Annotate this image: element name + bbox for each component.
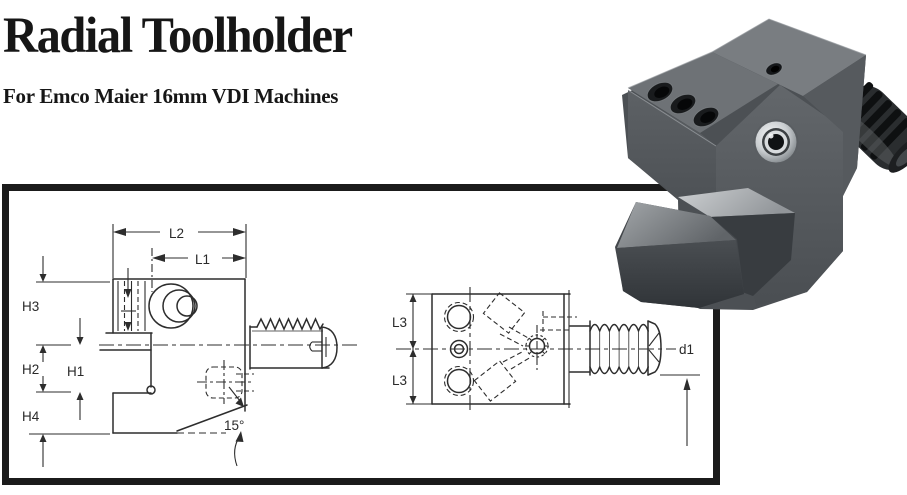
product-right-face [803,55,866,196]
side-view: L2 L1 [22,224,357,467]
page-title: Radial Toolholder [3,8,353,64]
dim-label-h2: H2 [22,362,39,377]
product-mounting-holes [646,81,720,128]
product-slot-ceiling [678,188,795,217]
product-front-left-face [628,90,716,204]
dim-label-l2: L2 [169,226,184,241]
dim-label-h3: H3 [22,299,39,314]
dim-label-l3-top: L3 [392,315,407,330]
dim-label-l1: L1 [195,252,210,267]
front-view: L3 L3 d1 [392,287,700,446]
product-photo [615,18,907,310]
page-subtitle: For Emco Maier 16mm VDI Machines [3,84,339,108]
product-arm-top-face [617,202,736,248]
dim-label-h4: H4 [22,409,40,424]
dim-label-angle: 15° [224,418,244,433]
product-top-hole [765,62,783,76]
product-arm-front-face [617,240,744,308]
product-top-face [712,19,866,96]
dim-label-d1: d1 [679,342,694,357]
drawing-frame [2,184,720,485]
product-vdi-shank [832,81,907,173]
dim-label-l3-bottom: L3 [392,373,407,388]
dim-label-h1: H1 [67,364,84,379]
product-clamp-screw [753,119,799,165]
